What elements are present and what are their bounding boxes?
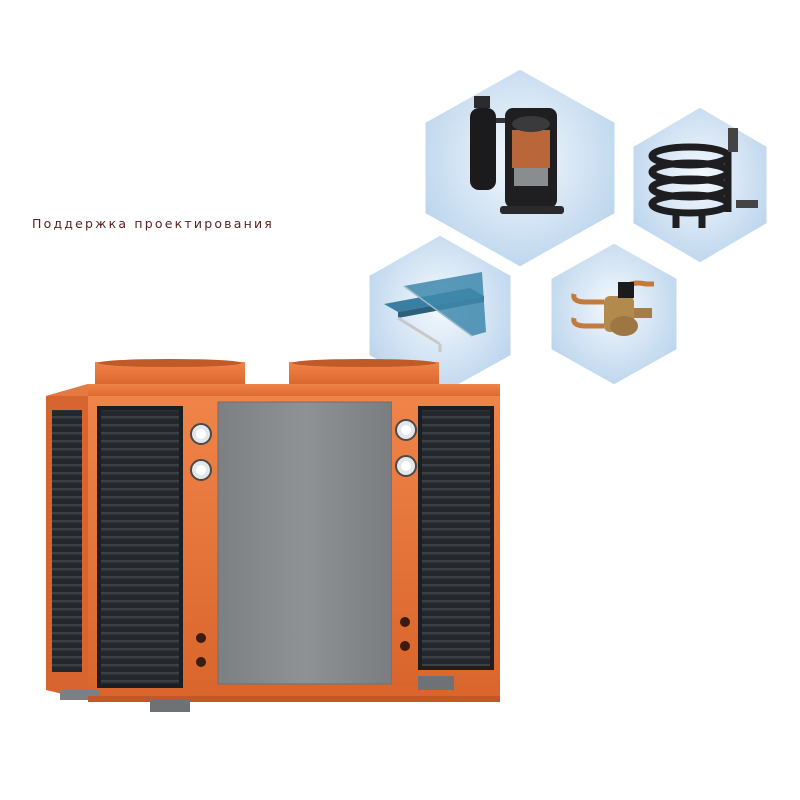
- pressure-gauge-icon: [190, 419, 417, 481]
- compressor-icon: [470, 96, 564, 214]
- pipe-port-icon: [196, 617, 410, 667]
- fin-evaporator-icon: [384, 272, 486, 352]
- heat-pump-unit: [46, 359, 500, 712]
- compressor-hexagon: [422, 66, 618, 270]
- design-support-caption: Поддержка проектирования: [32, 216, 275, 231]
- expansion-valve-icon: [571, 280, 654, 336]
- coil-heat-exchanger-icon: [648, 143, 732, 228]
- coil-hexagon: [630, 104, 770, 266]
- evaporator-hexagon: [366, 232, 514, 398]
- valve-hexagon: [548, 240, 680, 388]
